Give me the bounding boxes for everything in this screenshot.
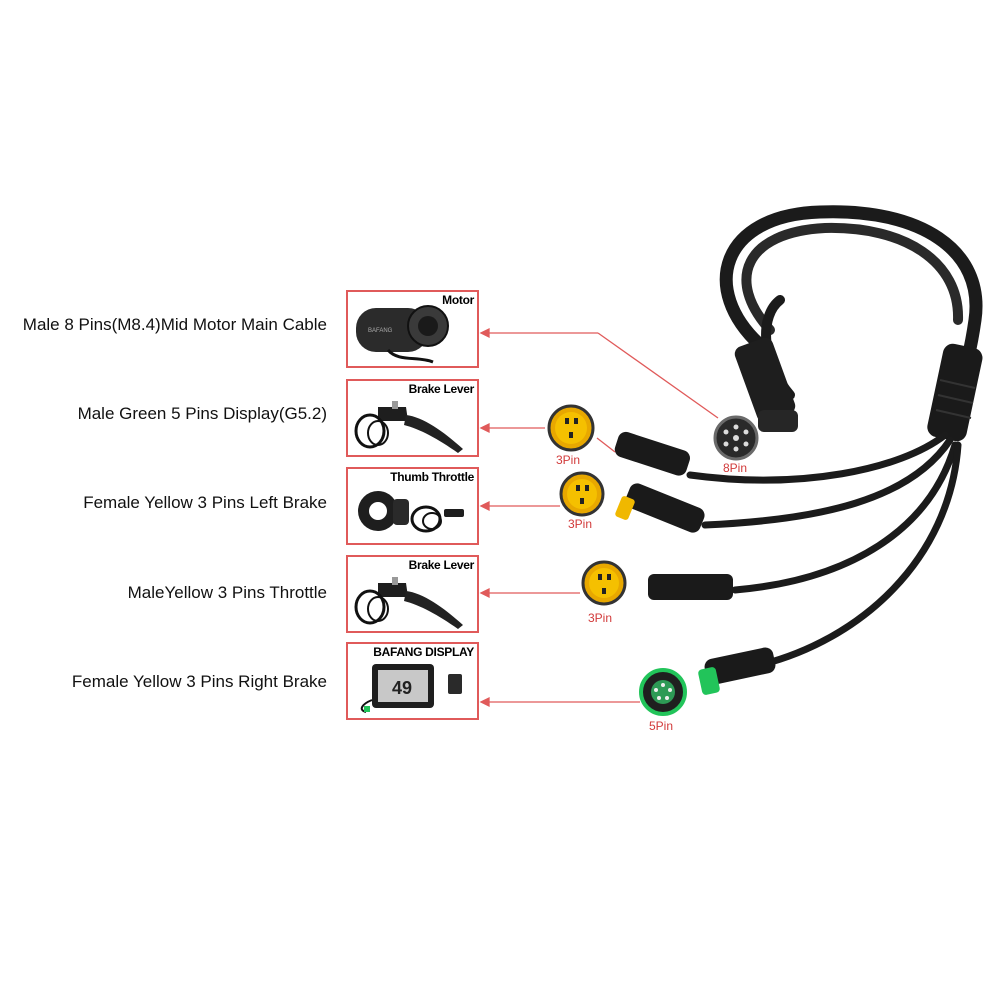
pin-label-3pin-a: 3Pin <box>556 453 581 467</box>
connector-face-3pin-a <box>547 404 595 452</box>
box-title-thumb-throttle: Thumb Throttle <box>390 470 474 484</box>
leader-lines <box>479 327 719 708</box>
box-title-display: BAFANG DISPLAY <box>373 645 474 659</box>
box-title-motor: Motor <box>442 293 474 307</box>
motor-connector-body <box>734 337 798 432</box>
row-label-throttle: MaleYellow 3 Pins Throttle <box>127 583 327 602</box>
row-label-left-brake: Female Yellow 3 Pins Left Brake <box>83 493 327 512</box>
branch-plugs <box>614 431 776 695</box>
row-label-right-brake: Female Yellow 3 Pins Right Brake <box>71 672 327 691</box>
pin-label-8pin: 8Pin <box>723 461 748 475</box>
component-box-thumb-throttle: Thumb Throttle <box>346 467 479 545</box>
connector-face-3pin-c <box>581 560 627 606</box>
component-box-brake-lever-2: Brake Lever <box>346 555 479 633</box>
connector-face-5pin <box>639 668 687 716</box>
connector-face-3pin-b <box>559 471 605 517</box>
pin-label-3pin-c: 3Pin <box>588 611 613 625</box>
brake-lever-icon <box>354 401 463 453</box>
branch-cables <box>686 431 962 669</box>
box-title-brake-lever-1: Brake Lever <box>408 382 475 396</box>
pin-label-5pin: 5Pin <box>649 719 674 733</box>
component-box-brake-lever-1: Brake Lever <box>346 379 479 457</box>
row-label-display: Male Green 5 Pins Display(G5.2) <box>77 404 327 423</box>
thumb-throttle-icon <box>358 491 464 533</box>
motor-icon: BAFANG <box>356 305 449 364</box>
splitter-hub <box>927 343 983 442</box>
motor-brand-text: BAFANG <box>368 328 393 334</box>
display-reading-text: 49 <box>392 678 412 698</box>
box-title-brake-lever-2: Brake Lever <box>408 558 475 572</box>
display-icon: 49 <box>360 664 462 713</box>
connector-face-8pin <box>713 415 759 461</box>
brake-lever-icon <box>354 577 463 629</box>
row-label-motor-cable: Male 8 Pins(M8.4)Mid Motor Main Cable <box>22 315 327 334</box>
component-box-motor: BAFANG Motor <box>346 290 479 368</box>
pin-label-3pin-b: 3Pin <box>568 517 593 531</box>
component-box-display: 49 BAFANG DISPLAY <box>346 642 479 720</box>
